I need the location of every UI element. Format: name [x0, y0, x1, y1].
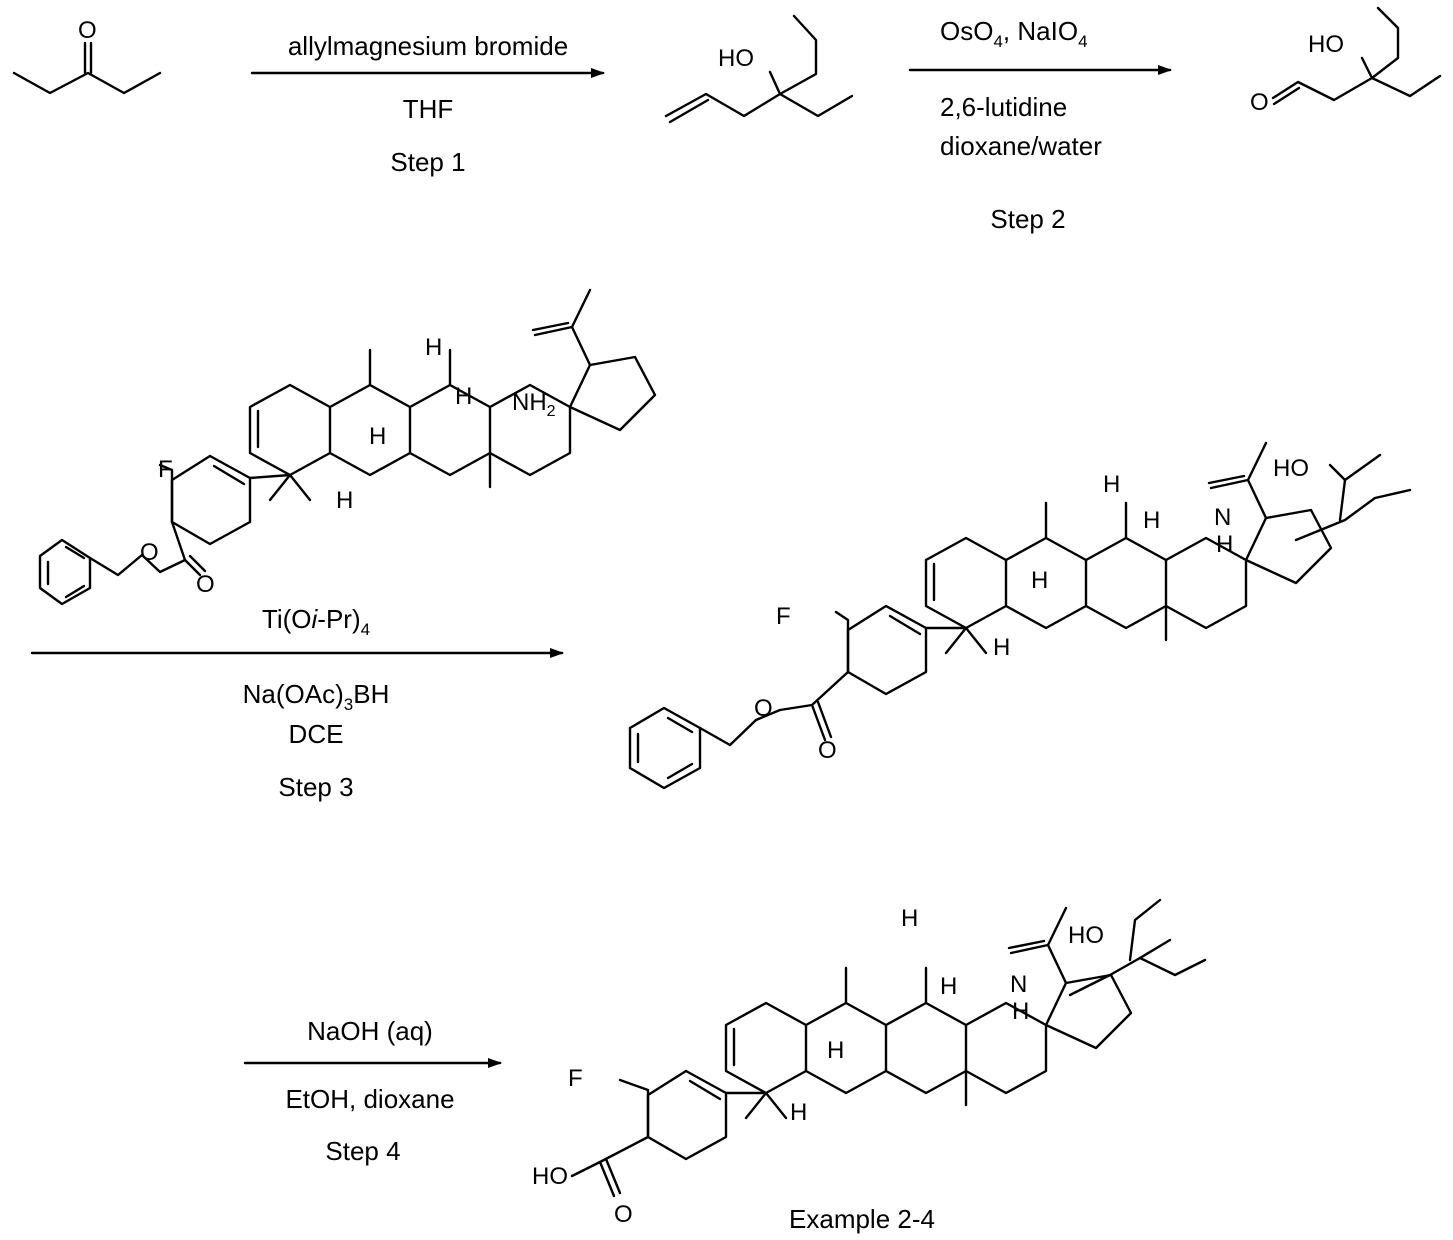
- step2-reagent-bottom-2: dioxane/water: [940, 131, 1102, 161]
- step3-reagent-top: Ti(Oi-Pr)4: [262, 604, 370, 639]
- atom-h-11: H: [827, 1037, 844, 1064]
- step3-label: Step 3: [278, 772, 353, 802]
- atom-nh2: NH2: [512, 389, 556, 420]
- atom-f: F: [158, 456, 173, 483]
- atom-h-4: H: [336, 487, 353, 514]
- atom-n-2: N: [1010, 971, 1027, 998]
- step2-reagent-bottom-1: 2,6-lutidine: [940, 92, 1067, 122]
- atom-o-carbonyl-2: O: [818, 737, 837, 764]
- step1-label: Step 1: [390, 147, 465, 177]
- step3-reagent-bottom: Na(OAc)3BH: [243, 679, 390, 714]
- reactant-amine: F O O H H H H NH2: [40, 290, 655, 604]
- atom-o: O: [78, 17, 97, 44]
- atom-ho-2: HO: [1308, 31, 1344, 58]
- atom-h-6: H: [1143, 507, 1160, 534]
- step3-arrow: Ti(Oi-Pr)4 Na(OAc)3BH DCE Step 3: [32, 604, 562, 802]
- product-label: Example 2-4: [789, 1204, 935, 1234]
- reactant-3-pentanone: O: [14, 17, 160, 93]
- step1-reagent-bottom: THF: [403, 94, 454, 124]
- atom-h-5: H: [1103, 471, 1120, 498]
- step2-label: Step 2: [990, 204, 1065, 234]
- atom-h-9: H: [901, 905, 918, 932]
- atom-o-carbonyl: O: [196, 571, 215, 598]
- atom-o-ester: O: [140, 539, 159, 566]
- atom-h-3: H: [369, 423, 386, 450]
- step4-reagent-top: NaOH (aq): [307, 1016, 433, 1046]
- atom-f-2: F: [776, 603, 791, 630]
- intermediate-alcohol: HO: [666, 16, 852, 122]
- atom-h-1: H: [425, 334, 442, 361]
- atom-f-3: F: [568, 1065, 583, 1092]
- atom-o-ester-2: O: [754, 695, 773, 722]
- step1-reagent-top: allylmagnesium bromide: [288, 31, 568, 61]
- atom-ho-3: HO: [1273, 455, 1309, 482]
- step4-arrow: NaOH (aq) EtOH, dioxane Step 4: [245, 1016, 500, 1166]
- step1-arrow: allylmagnesium bromide THF Step 1: [252, 31, 603, 177]
- step2-reagent-top: OsO4, NaIO4: [940, 16, 1088, 51]
- atom-h-7: H: [1031, 567, 1048, 594]
- product-benzyl-ester: F O O H H H H N H HO: [630, 443, 1410, 788]
- step4-reagent-bottom: EtOH, dioxane: [285, 1084, 454, 1114]
- step2-arrow: OsO4, NaIO4 2,6-lutidine dioxane/water S…: [910, 16, 1170, 234]
- atom-h-2: H: [455, 383, 472, 410]
- atom-ho-acid: HO: [532, 1163, 568, 1190]
- atom-h-8: H: [993, 634, 1010, 661]
- step4-label: Step 4: [325, 1136, 400, 1166]
- atom-n: N: [1214, 504, 1231, 531]
- product-example-2-4: F HO O H H H H N H HO: [532, 900, 1205, 1228]
- atom-o-acid: O: [614, 1201, 633, 1228]
- atom-nh-h-2: H: [1012, 998, 1029, 1025]
- atom-ho: HO: [718, 45, 754, 72]
- atom-nh-h: H: [1216, 531, 1233, 558]
- intermediate-aldehyde: O HO: [1250, 8, 1440, 116]
- atom-h-12: H: [790, 1099, 807, 1126]
- atom-ho-4: HO: [1068, 922, 1104, 949]
- atom-h-10: H: [940, 973, 957, 1000]
- step3-reagent-bottom-2: DCE: [289, 719, 344, 749]
- atom-o-aldehyde: O: [1250, 89, 1269, 116]
